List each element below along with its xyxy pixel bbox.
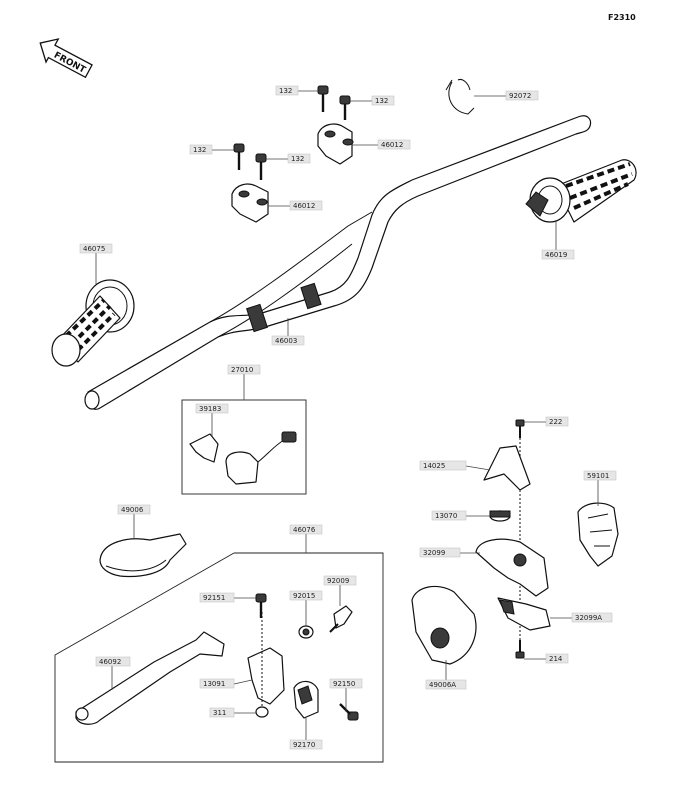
label-214: 214	[549, 655, 563, 663]
bolt-92150	[339, 703, 359, 721]
label-92009: 92009	[327, 577, 349, 585]
rubber-92170	[293, 680, 319, 719]
switch-assembly	[189, 431, 297, 485]
holder-13091	[247, 612, 285, 712]
label-92170: 92170	[293, 741, 315, 749]
clamp-band	[445, 79, 475, 115]
label-46019: 46019	[545, 251, 567, 259]
label-49006: 49006	[121, 506, 144, 514]
label-32099: 32099	[423, 549, 445, 557]
label-13091: 13091	[203, 680, 225, 688]
label-92150: 92150	[333, 680, 355, 688]
label-32099a: 32099A	[575, 614, 602, 622]
lever-46092	[75, 631, 225, 725]
guard-49006a	[411, 585, 477, 665]
label-92151: 92151	[203, 594, 225, 602]
label-132-c: 132	[193, 146, 206, 154]
label-132-b: 132	[375, 97, 388, 105]
handlebar	[84, 115, 592, 410]
lever-assy-box	[54, 552, 384, 763]
bolt-132-b	[339, 95, 351, 120]
left-grip	[51, 279, 135, 367]
label-311: 311	[213, 709, 226, 717]
label-132-a: 132	[279, 87, 292, 95]
bolt-132-a	[317, 85, 329, 112]
nut-311	[255, 706, 269, 718]
cover-49006	[99, 533, 187, 578]
nut-13070	[489, 510, 511, 522]
label-46076: 46076	[293, 526, 316, 534]
cover-59101	[577, 502, 619, 567]
label-132-d: 132	[291, 155, 304, 163]
label-222: 222	[549, 418, 562, 426]
label-49006a: 49006A	[429, 681, 456, 689]
figure-code: F2310	[608, 13, 636, 22]
nut-92009	[329, 605, 353, 633]
right-grip	[525, 159, 637, 223]
front-arrow-icon: FRONT	[39, 38, 93, 79]
bolt-132-c	[233, 143, 245, 170]
upper-clamp-top	[317, 123, 354, 165]
bolt-92151	[255, 593, 267, 618]
lever-holder-32099a	[497, 597, 551, 631]
label-46003: 46003	[275, 337, 297, 345]
label-92072: 92072	[509, 92, 531, 100]
upper-clamp-bottom	[231, 183, 269, 223]
label-59101: 59101	[587, 472, 609, 480]
label-46075: 46075	[83, 245, 105, 253]
bolt-132-d	[255, 153, 267, 180]
label-39183: 39183	[199, 405, 221, 413]
washer-92015	[298, 625, 314, 639]
label-13070: 13070	[435, 512, 457, 520]
bolt-214	[515, 640, 525, 659]
label-92015: 92015	[293, 592, 315, 600]
bracket-14025	[483, 445, 531, 491]
label-27010: 27010	[231, 366, 253, 374]
label-14025: 14025	[423, 462, 445, 470]
lever-holder-32099	[475, 538, 549, 597]
label-46012-a: 46012	[381, 141, 403, 149]
handlebar-knurl	[246, 282, 322, 333]
label-46012-b: 46012	[293, 202, 315, 210]
bolt-222	[515, 419, 525, 438]
label-46092: 46092	[99, 658, 121, 666]
callout-layer: 132 132 132 132 46012 46012 92072 46019 …	[79, 85, 617, 750]
